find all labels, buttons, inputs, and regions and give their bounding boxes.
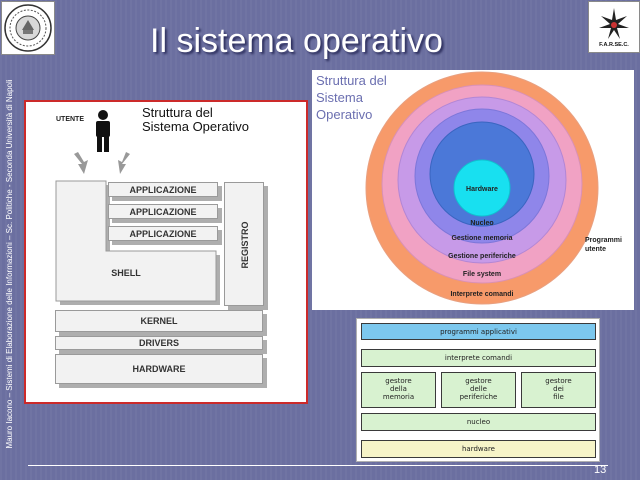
application-box-3: APPLICAZIONE [108,226,218,241]
label-programs-1: Programmi [585,237,622,244]
rings-diagram: Hardware Nucleo Gestione memoria Gestion… [365,71,622,305]
label-programs-2: utente [585,246,606,253]
vertical-credit: Mauro Iacono – Sistemi di Elaborazione d… [3,64,17,464]
os-structure-figure: Struttura del Sistema Operativo UTENTE S… [24,100,308,404]
credit-text: Mauro Iacono – Sistemi di Elaborazione d… [5,79,14,449]
label-periferiche: Gestione periferiche [448,253,516,260]
slide-title: Il sistema operativo [150,22,443,60]
label-nucleo: Nucleo [470,220,493,227]
rings-title: Struttura del Sistema Operativo [316,73,387,122]
layer-device-manager: gestore delle periferiche [441,372,516,408]
registry-label: REGISTRO [240,221,250,269]
user-label: UTENTE [56,116,84,123]
drivers-box: DRIVERS [55,336,263,350]
os-layers-figure: programmi applicativi interprete comandi… [356,318,600,462]
down-arrows-icon [74,152,130,174]
university-seal-logo [1,1,55,55]
application-box-2: APPLICAZIONE [108,204,218,219]
label-hardware: Hardware [466,186,498,193]
hardware-box: HARDWARE [55,354,263,384]
layer-file-manager: gestore dei file [521,372,596,408]
logo-text: F.A.R.SE.C. [599,42,629,48]
application-box-1: APPLICAZIONE [108,182,218,197]
label-interprete: Interprete comandi [450,291,513,298]
farsec-logo: F.A.R.SE.C. [588,1,640,53]
user-icon [96,110,110,152]
os-rings-figure: Struttura del Sistema Operativo Hardware… [312,70,634,310]
figure-title: Struttura del Sistema Operativo [142,105,249,134]
kernel-box: KERNEL [55,310,263,332]
layer-applications: programmi applicativi [361,323,596,340]
layer-nucleo: nucleo [361,413,596,431]
layer-hardware: hardware [361,440,596,458]
slide-number: 13 [594,464,607,476]
footer-divider [28,465,608,466]
label-memoria: Gestione memoria [451,235,512,242]
ring-hardware [453,159,511,217]
layer-memory-manager: gestore della memoria [361,372,436,408]
label-filesystem: File system [463,271,501,278]
layer-interprete: interprete comandi [361,349,596,367]
shell-label: SHELL [111,268,141,278]
registry-box: REGISTRO [224,182,264,306]
